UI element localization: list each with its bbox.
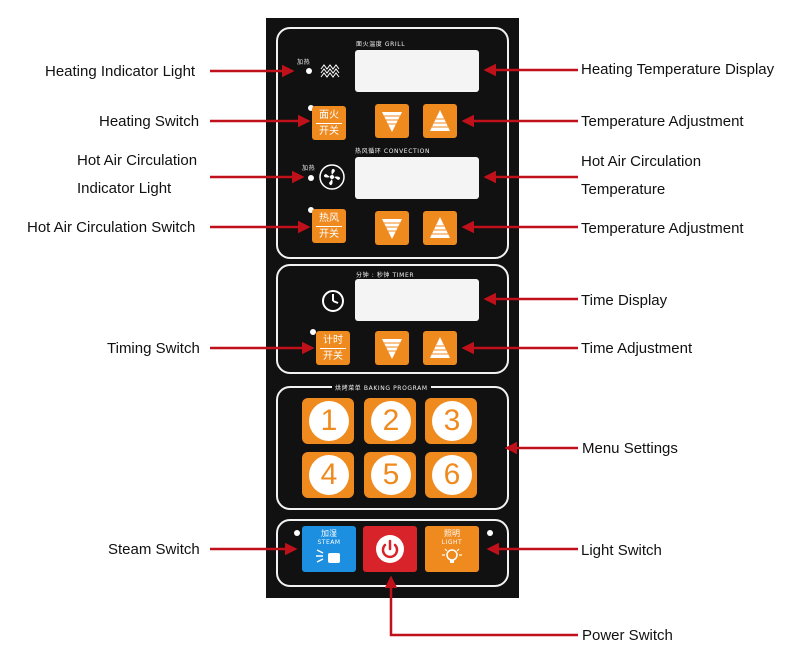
heating-led-text: 加热 xyxy=(297,59,311,66)
hot-air-switch-button[interactable]: 热风 开关 xyxy=(312,209,346,243)
heating-indicator-led xyxy=(306,68,312,74)
label-heating-temperature-display: Heating Temperature Display xyxy=(581,61,775,78)
light-led xyxy=(487,530,493,536)
label-steam-switch: Steam Switch xyxy=(108,541,200,558)
heating-temperature-display xyxy=(355,50,479,92)
label-hot-air-switch: Hot Air Circulation Switch xyxy=(27,219,196,236)
steam-bottom-text: STEAM xyxy=(317,539,341,546)
timer-switch-button[interactable]: 计时 开关 xyxy=(316,331,350,365)
convection-led-text: 加热 xyxy=(302,165,316,172)
time-up-button[interactable] xyxy=(423,331,457,365)
steam-led xyxy=(294,530,300,536)
label-timing-switch: Timing Switch xyxy=(107,340,200,357)
temperature-up-button-1[interactable] xyxy=(423,104,457,138)
up-triangle-icon xyxy=(430,217,450,238)
temperature-down-button-1[interactable] xyxy=(375,104,409,138)
program-button-1[interactable]: 1 xyxy=(302,398,354,444)
light-bulb-icon xyxy=(442,548,462,563)
program-button-3[interactable]: 3 xyxy=(425,398,477,444)
grill-caption: 面火温度 GRILL xyxy=(356,41,406,48)
label-light-switch: Light Switch xyxy=(581,542,662,559)
label-time-display: Time Display xyxy=(581,292,668,309)
program-button-4[interactable]: 4 xyxy=(302,452,354,498)
steam-switch-button[interactable]: 加湿 STEAM xyxy=(302,526,356,572)
label-hot-air-temperature-line2: Temperature xyxy=(581,181,666,198)
label-time-adjustment: Time Adjustment xyxy=(581,340,693,357)
heating-element-icon xyxy=(320,64,340,78)
clock-icon xyxy=(322,290,344,312)
label-heating-indicator-light: Heating Indicator Light xyxy=(45,63,196,80)
arrow-power-switch xyxy=(384,575,578,637)
light-bottom-text: LIGHT xyxy=(441,539,463,546)
temperature-section xyxy=(276,27,509,259)
power-icon xyxy=(376,535,404,563)
timer-switch-bottom-text: 开关 xyxy=(323,351,343,362)
down-triangle-icon xyxy=(382,112,402,132)
light-top-text: 照明 xyxy=(444,529,460,538)
steam-top-text: 加湿 xyxy=(321,529,337,538)
up-triangle-icon xyxy=(430,110,450,131)
heating-switch-button[interactable]: 面火 开关 xyxy=(312,106,346,140)
label-hot-air-indicator-line2: Indicator Light xyxy=(77,180,172,197)
program-number-1: 1 xyxy=(309,401,349,441)
convection-caption: 热风循环 CONVECTION xyxy=(355,148,431,155)
program-number-5: 5 xyxy=(371,455,411,495)
program-button-6[interactable]: 6 xyxy=(425,452,477,498)
timer-switch-led xyxy=(310,329,316,335)
hot-air-switch-led xyxy=(308,207,314,213)
down-triangle-icon xyxy=(382,219,402,239)
label-menu-settings: Menu Settings xyxy=(582,440,678,457)
timer-section xyxy=(276,264,509,374)
program-number-2: 2 xyxy=(371,401,411,441)
heating-switch-led xyxy=(308,105,314,111)
time-display xyxy=(355,279,479,321)
hot-air-indicator-led xyxy=(308,175,314,181)
label-temperature-adjustment-2: Temperature Adjustment xyxy=(581,220,744,237)
label-hot-air-temperature-line1: Hot Air Circulation xyxy=(581,153,702,170)
temperature-down-button-2[interactable] xyxy=(375,211,409,245)
baking-caption: 烘烤菜单 BAKING PROGRAM xyxy=(332,383,431,392)
hot-air-switch-bottom-text: 开关 xyxy=(319,229,339,240)
up-triangle-icon xyxy=(430,337,450,358)
temperature-up-button-2[interactable] xyxy=(423,211,457,245)
program-number-4: 4 xyxy=(309,455,349,495)
program-button-5[interactable]: 5 xyxy=(364,452,416,498)
program-button-2[interactable]: 2 xyxy=(364,398,416,444)
timer-switch-top-text: 计时 xyxy=(320,334,346,349)
control-panel: 面火温度 GRILL 加热 面火 开关 xyxy=(266,18,519,598)
program-number-3: 3 xyxy=(432,401,472,441)
heating-switch-bottom-text: 开关 xyxy=(319,126,339,137)
label-heating-switch: Heating Switch xyxy=(99,113,200,130)
label-temperature-adjustment-1: Temperature Adjustment xyxy=(581,113,744,130)
fan-icon xyxy=(319,164,345,190)
time-down-button[interactable] xyxy=(375,331,409,365)
steam-hand-icon xyxy=(316,549,340,563)
program-number-6: 6 xyxy=(432,455,472,495)
power-switch-button[interactable] xyxy=(363,526,417,572)
down-triangle-icon xyxy=(382,339,402,359)
hot-air-temperature-display xyxy=(355,157,479,199)
hot-air-switch-top-text: 热风 xyxy=(316,212,342,227)
label-hot-air-indicator-line1: Hot Air Circulation xyxy=(77,152,198,169)
light-switch-button[interactable]: 照明 LIGHT xyxy=(425,526,479,572)
heating-switch-top-text: 面火 xyxy=(316,109,342,124)
label-power-switch: Power Switch xyxy=(582,627,673,644)
timer-caption: 分钟 : 秒钟 TIMER xyxy=(356,272,415,279)
